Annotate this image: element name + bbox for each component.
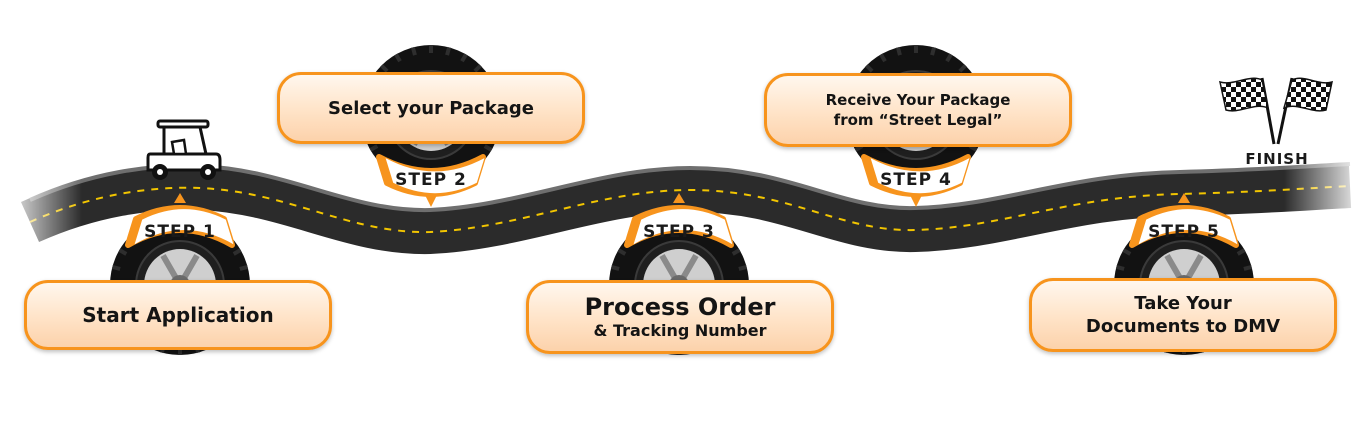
step-5-text-line-2: Documents to DMV <box>1085 316 1281 337</box>
step-4-badge-text: STEP 4 <box>880 170 952 190</box>
step-5-badge-text: STEP 5 <box>1148 222 1220 242</box>
golf-cart-icon <box>146 119 222 180</box>
step-2-badge: STEP 2 <box>376 154 486 207</box>
step-5-label: Take Your Documents to DMV <box>1029 278 1337 352</box>
step-3-badge-text: STEP 3 <box>643 222 715 242</box>
step-5-text-line-1: Take Your <box>1134 293 1232 314</box>
step-3-label: Process Order & Tracking Number <box>526 280 834 354</box>
step-5-badge: STEP 5 <box>1129 193 1239 248</box>
step-1-text: Start Application <box>82 303 274 327</box>
step-3-title: Process Order <box>584 293 776 321</box>
finish-label: FINISH <box>1245 150 1309 168</box>
step-1-label: Start Application <box>24 280 332 350</box>
checkered-flags-icon <box>1219 77 1333 145</box>
step-4-text-line-1: Receive Your Package <box>825 91 1011 109</box>
step-2-label: Select your Package <box>277 72 585 144</box>
step-4-text-line-2: from “Street Legal” <box>833 111 1003 129</box>
step-1-badge-text: STEP 1 <box>144 222 216 242</box>
step-3-badge: STEP 3 <box>624 193 734 248</box>
step-2-badge-text: STEP 2 <box>395 170 467 190</box>
step-4-label: Receive Your Package from “Street Legal” <box>764 73 1072 147</box>
step-1-badge: STEP 1 <box>125 193 235 248</box>
step-2-text: Select your Package <box>328 97 534 119</box>
step-4-badge: STEP 4 <box>861 154 971 207</box>
step-3-subtitle: & Tracking Number <box>593 321 767 340</box>
